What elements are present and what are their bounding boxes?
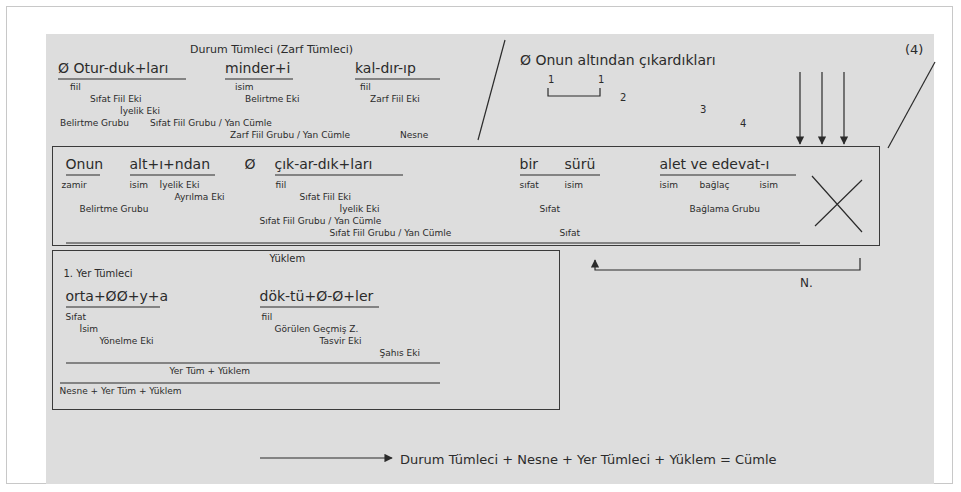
group-bracket: [66, 362, 440, 363]
analysed-word: kal-dır-ıp: [355, 60, 416, 77]
return-arrow: [595, 258, 860, 270]
sum-arrow: [260, 457, 392, 458]
crossed-out-mark: [812, 176, 862, 232]
grammar-note: Yer Tüm + Yüklem: [170, 366, 251, 377]
grammar-note: Sıfat Fiil Eki: [90, 94, 142, 105]
grammar-note: Nesne + Yer Tüm + Yüklem: [60, 386, 182, 397]
grammar-note: 4: [740, 118, 746, 130]
grammar-note: Tasvir Eki: [320, 336, 362, 347]
analysed-word: Ø: [245, 156, 256, 173]
analysed-word: orta+ØØ+y+a: [66, 288, 168, 305]
analysed-word: minder+i: [225, 60, 290, 77]
analysed-word: çık-ar-dık+ları: [275, 156, 373, 173]
analysed-word: dök-tü+Ø-Ø+ler: [260, 288, 374, 305]
grammar-note: Zarf Fiil Eki: [370, 94, 420, 105]
analysed-word: Ø Onun altından çıkardıkları: [520, 52, 716, 69]
grammar-note: 1: [598, 74, 604, 86]
paper-photo: [46, 34, 934, 484]
grammar-note: isim: [130, 180, 148, 191]
grammar-note: Sıfat Fiil Grubu / Yan Cümle: [150, 118, 272, 129]
word-underline: [66, 306, 379, 307]
grammar-note: İsim: [80, 324, 99, 335]
grammar-note: 1: [548, 74, 554, 86]
analysed-word: Ø Otur-duk+ları: [58, 60, 168, 77]
grammar-note: Sıfat: [560, 228, 580, 239]
grammar-note: 1. Yer Tümleci: [64, 268, 133, 280]
analysed-word: alt+ı+ndan: [130, 156, 211, 173]
grammar-note: Görülen Geçmiş Z.: [275, 324, 359, 335]
grammar-note: Yüklem: [270, 253, 306, 265]
divider-stroke: [888, 62, 935, 148]
grammar-note: Sıfat: [66, 312, 86, 323]
divider-stroke: [478, 40, 505, 140]
summary-note: Durum Tümleci + Nesne + Yer Tümleci + Yü…: [400, 452, 777, 468]
group-bracket: [60, 382, 440, 383]
grammar-note: İyelik Eki: [120, 106, 160, 117]
grammar-note: fiil: [276, 180, 287, 191]
grammar-note: Sıfat: [540, 204, 560, 215]
bracket-stroke: [548, 88, 600, 96]
grammar-note: Sıfat Fiil Eki: [300, 192, 352, 203]
leader-stroke: [843, 72, 844, 144]
summary-note: (4): [905, 42, 923, 58]
section-band: Yüklem 1. Yer Tümleci orta+ØØ+y+a dök-tü+Ø-…: [52, 250, 560, 410]
grammar-note: 3: [700, 104, 706, 116]
grammar-note: Ayrılma Eki: [175, 192, 225, 203]
grammar-note: Bağlama Grubu: [690, 204, 760, 215]
analysed-word: sürü: [565, 156, 596, 173]
grammar-note: isim: [660, 180, 678, 191]
grammar-note: fiil: [70, 82, 81, 93]
grammar-note: 2: [620, 92, 626, 104]
grammar-note: Yönelme Eki: [100, 336, 154, 347]
grammar-note: Belirtme Grubu: [80, 204, 149, 215]
grammar-note: sıfat: [520, 180, 539, 191]
grammar-note: isim: [565, 180, 583, 191]
analysed-word: bir: [520, 156, 539, 173]
grammar-note: Belirtme Grubu: [60, 118, 129, 129]
grammar-note: Şahıs Eki: [380, 348, 420, 359]
grammar-note: isim: [235, 82, 253, 93]
grammar-note: İyelik Eki: [340, 204, 380, 215]
grammar-note: fiil: [360, 82, 371, 93]
grammar-note: zamir: [62, 180, 87, 191]
grammar-note: Sıfat Fiil Grubu / Yan Cümle: [260, 216, 382, 227]
summary-note: N.: [800, 276, 813, 290]
grammar-note: İyelik Eki: [160, 180, 200, 191]
grammar-note: Zarf Fiil Grubu / Yan Cümle: [230, 130, 350, 141]
grammar-note: Belirtme Eki: [245, 94, 300, 105]
sheet-title: Durum Tümleci (Zarf Tümleci): [190, 43, 353, 56]
leader-stroke: [799, 72, 800, 144]
word-underline: [66, 174, 796, 175]
analysed-word: Onun: [66, 156, 104, 173]
analysed-word: alet ve edevat-ı: [660, 156, 770, 173]
leader-stroke: [821, 72, 822, 144]
grammar-note: Nesne: [400, 130, 428, 141]
grammar-note: fiil: [262, 312, 273, 323]
word-underline: [58, 78, 440, 79]
grammar-note: bağlaç: [700, 180, 730, 191]
section-band: Onun alt+ı+ndan Øçık-ar-dık+ları bir sürü ale…: [52, 146, 880, 246]
grammar-note: isim: [760, 180, 778, 191]
grammar-note: Sıfat Fiil Grubu / Yan Cümle: [330, 228, 452, 239]
group-bracket: [66, 242, 800, 243]
